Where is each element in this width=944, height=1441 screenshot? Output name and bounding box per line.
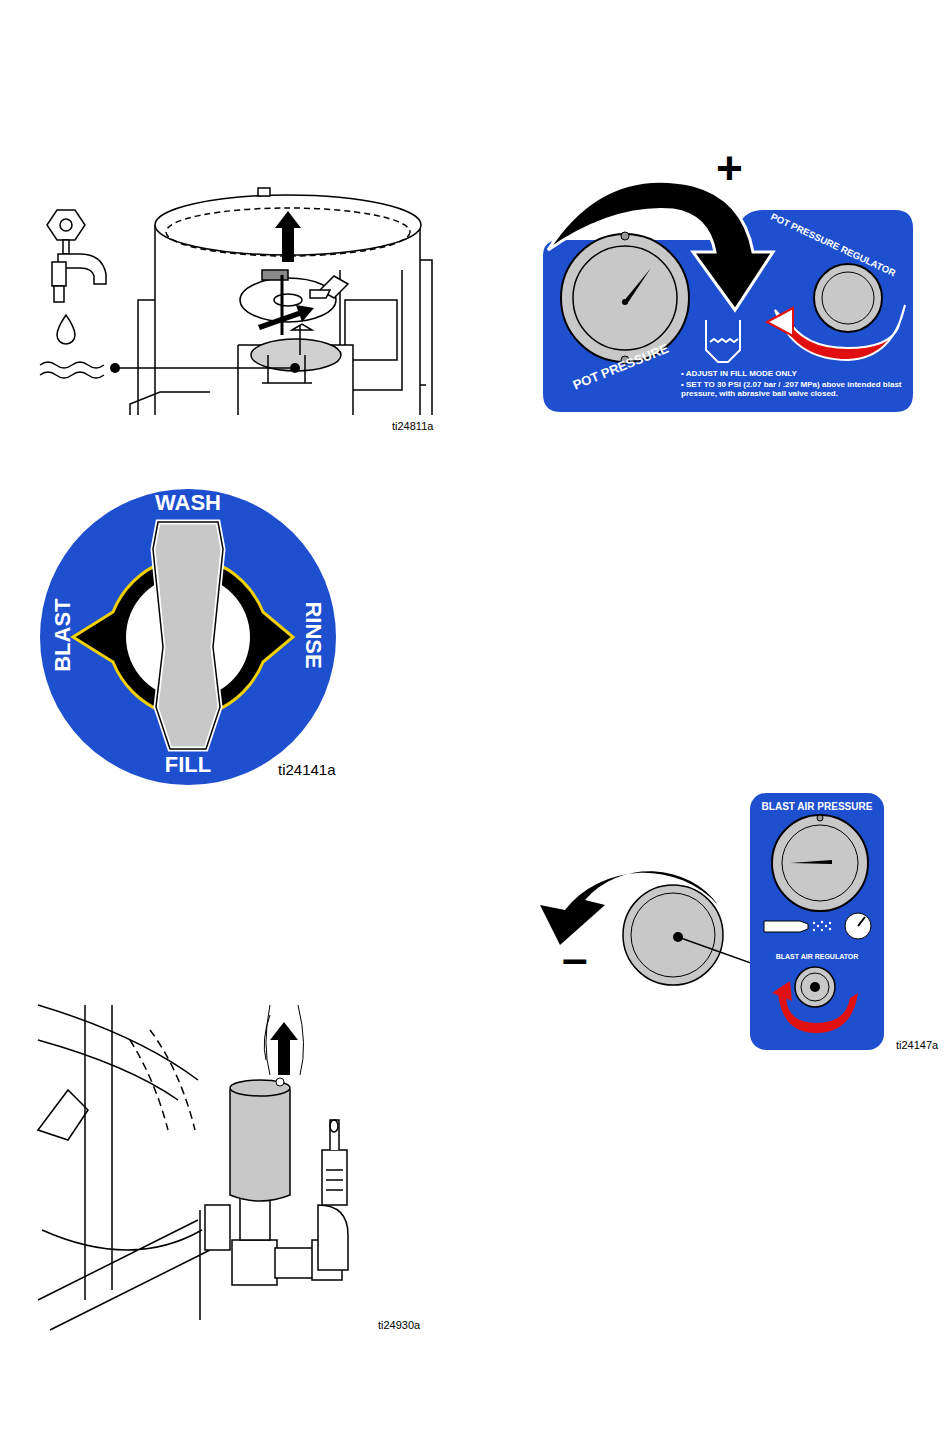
regulator-knob <box>814 264 882 332</box>
lift-arrow <box>275 211 301 262</box>
adjust-arrowhead <box>767 308 793 336</box>
control-panel: POT PRESSUREPOT PRESSURE REGULATOR• ADJU… <box>543 210 913 412</box>
air-wisps <box>264 1005 303 1075</box>
figure-tag: ti24930a <box>378 1320 420 1331</box>
filter-canister <box>230 1083 290 1202</box>
figure-tag: ti24141a <box>278 762 336 777</box>
mini-needle <box>858 917 865 926</box>
vent-arrow <box>270 1022 298 1075</box>
regulator-knob <box>795 967 835 1007</box>
figure-tag: ti24147a <box>896 1040 938 1051</box>
gauge-screw <box>817 815 823 821</box>
panel-text: • SET TO 30 PSI (2.07 bar / .207 MPa) ab… <box>681 381 906 399</box>
gauge-needle <box>623 268 651 304</box>
dial-handle-edge <box>153 522 223 749</box>
sign-symbol: – <box>562 935 588 981</box>
panel-text: FILL <box>138 753 238 777</box>
panel-text: • ADJUST IN FILL MODE ONLY <box>681 370 906 379</box>
filter-illustration <box>38 1005 348 1330</box>
regulator-knob <box>623 885 723 985</box>
dial-disc <box>40 489 336 785</box>
spray-dots <box>813 921 831 931</box>
nozzle-icon <box>764 921 808 932</box>
sign-symbol: + <box>716 145 743 191</box>
figure-tag: ti24811a <box>392 421 433 432</box>
panel-outline <box>750 793 884 1050</box>
tank-illustration <box>130 188 432 415</box>
slide-arrow <box>258 305 314 330</box>
vent-hole <box>276 1078 284 1086</box>
panel-text: WASH <box>138 491 238 515</box>
control-panel: BLAST AIR PRESSURE BLAST AIR REGULATOR <box>750 793 884 1050</box>
leader-dot <box>810 982 820 992</box>
panel-text: BLAST AIR REGULATOR <box>764 953 870 961</box>
gauge-face <box>782 825 858 901</box>
dial-handle <box>153 522 223 749</box>
gauge-pivot <box>622 299 628 305</box>
panel-text: RINSE <box>301 580 325 690</box>
node-shape <box>38 487 338 787</box>
leader-line <box>110 363 300 373</box>
faucet-symbol <box>47 210 106 344</box>
panel-text: BLAST AIR PRESSURE <box>754 801 880 812</box>
gauge-screw <box>621 232 629 240</box>
gauge-bezel <box>772 815 868 911</box>
adjust-arrowhead <box>772 981 792 1001</box>
mini-gauge <box>845 913 871 939</box>
knob-rim <box>822 272 874 324</box>
mode-dial: WASH BLAST RINSE FILL <box>38 487 338 787</box>
panel-text: BLAST <box>51 580 75 690</box>
node-shape <box>750 793 884 1050</box>
regulator-knob-rim <box>631 893 715 977</box>
gauge-needle <box>790 860 832 864</box>
gauge-face <box>573 246 677 350</box>
knob-rim <box>801 973 829 1001</box>
leader-dot <box>673 932 683 942</box>
hopper-icon <box>706 320 740 362</box>
water-waves <box>40 362 104 378</box>
